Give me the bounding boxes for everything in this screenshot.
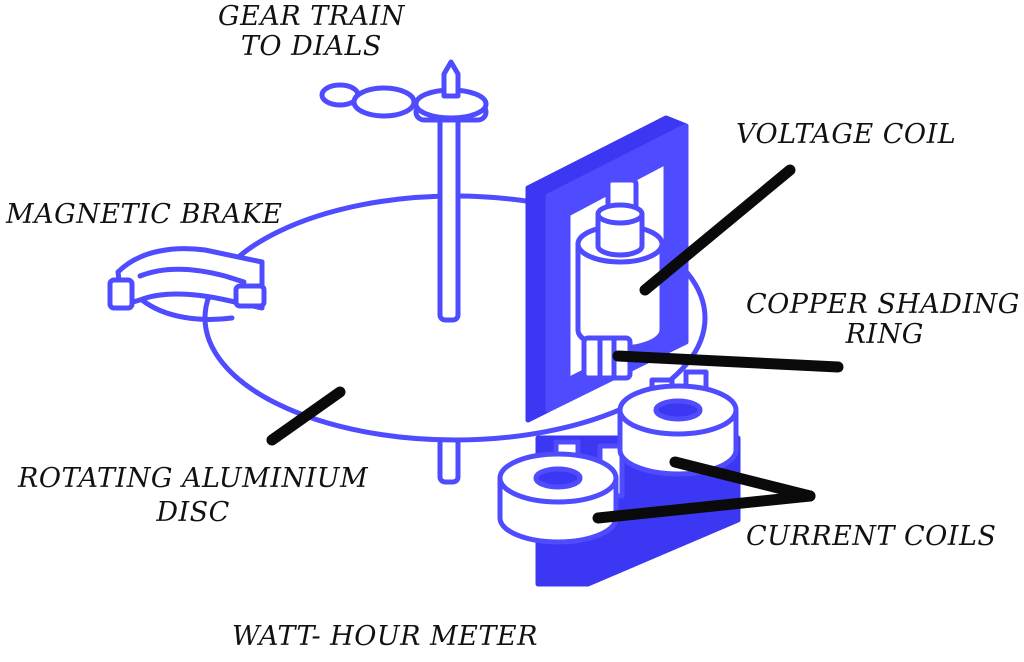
label-rotating-disc-line-1: ROTATING ALUMINIUM (18, 463, 369, 494)
current-coil-front (497, 451, 619, 545)
label-voltage-coil: VOLTAGE COIL (736, 119, 957, 150)
leader-rotating-disc (266, 386, 346, 446)
caption: WATT- HOUR METER (232, 621, 538, 652)
leader-voltage-coil (639, 164, 796, 296)
label-copper-shading-ring: COPPER SHADING RING (746, 290, 1020, 350)
label-rotating-disc-line-2: DISC (156, 497, 230, 528)
label-gear-train: GEAR TRAIN TO DIALS (218, 2, 405, 62)
leader-current-coil-rear (669, 456, 816, 502)
current-coil-rear (617, 383, 739, 477)
label-magnetic-brake: MAGNETIC BRAKE (6, 199, 283, 230)
voltage-coil (575, 202, 665, 351)
label-copper-shading-ring-line-1: COPPER SHADING (746, 289, 1020, 320)
label-gear-train-line-2: TO DIALS (240, 31, 382, 62)
leader-current-coil-front (592, 490, 816, 524)
gear-train (319, 59, 489, 123)
label-rotating-disc: ROTATING ALUMINIUM DISC (18, 464, 368, 528)
leader-copper-shading-ring (612, 350, 844, 373)
main-spindle (437, 101, 461, 323)
lower-spindle (437, 435, 461, 485)
label-gear-train-line-1: GEAR TRAIN (218, 1, 405, 32)
magnetic-brake (107, 246, 267, 322)
label-current-coils: CURRENT COILS (746, 521, 997, 552)
label-copper-shading-ring-line-2: RING (845, 319, 924, 350)
